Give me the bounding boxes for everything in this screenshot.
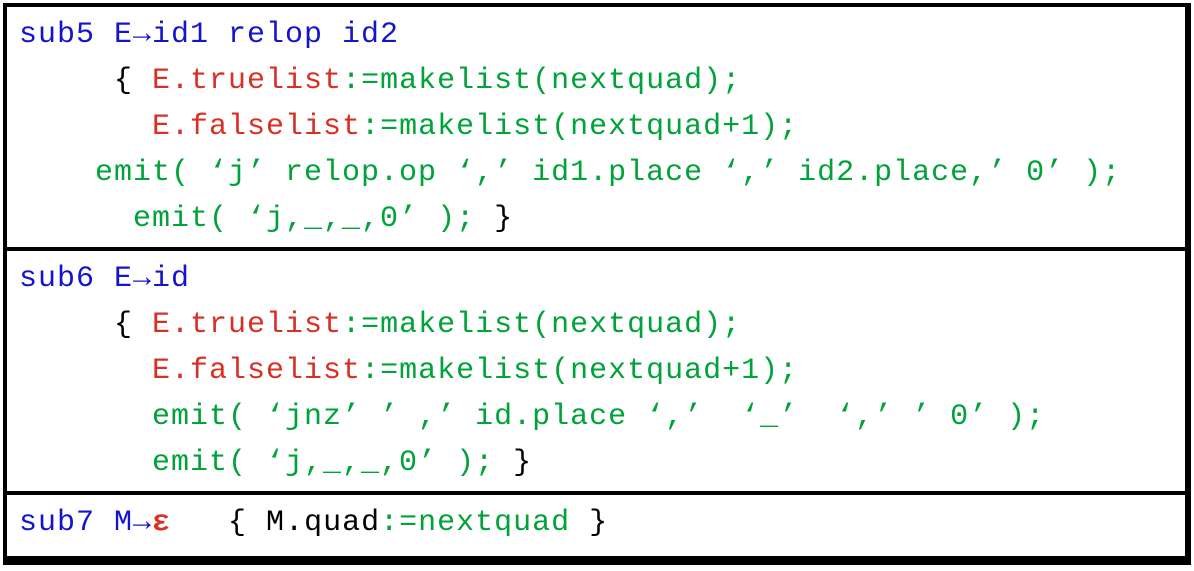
code-segment: { [19,64,153,98]
attribute-ref: E.falselist [19,354,362,388]
code-segment: } [513,446,533,480]
rule-heading-line: sub6 E→id [19,256,1175,302]
rule-heading: sub7 M→ [19,506,153,540]
code-line: E.falselist:=makelist(nextquad+1); [19,104,1175,150]
rule-heading: sub5 E→id1 relop id2 [19,18,400,52]
code-segment: } [494,202,514,236]
rule-heading: sub6 E→id [19,262,191,296]
code-line: { E.truelist:=makelist(nextquad); [19,302,1175,348]
attribute-ref: E.falselist [19,110,362,144]
attribute-ref: E.truelist [152,308,343,342]
rule-sub5: sub5 E→id1 relop id2 { E.truelist:=makel… [7,7,1185,247]
code-line: emit( ‘j,_,_,0’ ); } [19,440,1175,486]
code-line: emit( ‘j,_,_,0’ ); } [19,196,1175,242]
code-segment: :=nextquad [380,506,571,540]
epsilon-symbol: ε [152,506,172,540]
code-segment: { [19,308,153,342]
code-segment: { M.quad [171,506,381,540]
code-line: E.falselist:=makelist(nextquad+1); [19,348,1175,394]
code-line: { E.truelist:=makelist(nextquad); [19,58,1175,104]
semantic-rules-table: sub5 E→id1 relop id2 { E.truelist:=makel… [3,3,1191,565]
rule-heading-line: sub7 M→ε { M.quad:=nextquad } [19,500,1175,546]
rule-sub6: sub6 E→id { E.truelist:=makelist(nextqua… [7,247,1185,491]
code-segment: emit( ‘j,_,_,0’ ); [19,446,514,480]
rule-sub7: sub7 M→ε { M.quad:=nextquad } [7,491,1185,551]
code-segment: } [570,506,609,540]
code-segment: emit( ‘j,_,_,0’ ); [19,202,495,236]
rule-heading-line: sub5 E→id1 relop id2 [19,12,1175,58]
code-segment: :=makelist(nextquad); [342,64,742,98]
code-segment: :=makelist(nextquad); [342,308,742,342]
code-segment: :=makelist(nextquad+1); [361,110,799,144]
code-segment: emit( ‘jnz’ ’ ,’ id.place ‘,’ ‘_’ ‘,’ ’ … [19,400,1046,434]
code-segment: emit( ‘j’ relop.op ‘,’ id1.place ‘,’ id2… [19,156,1122,190]
attribute-ref: E.truelist [152,64,343,98]
code-segment: :=makelist(nextquad+1); [361,354,799,388]
code-line: emit( ‘jnz’ ’ ,’ id.place ‘,’ ‘_’ ‘,’ ’ … [19,394,1175,440]
code-line: emit( ‘j’ relop.op ‘,’ id1.place ‘,’ id2… [19,150,1175,196]
